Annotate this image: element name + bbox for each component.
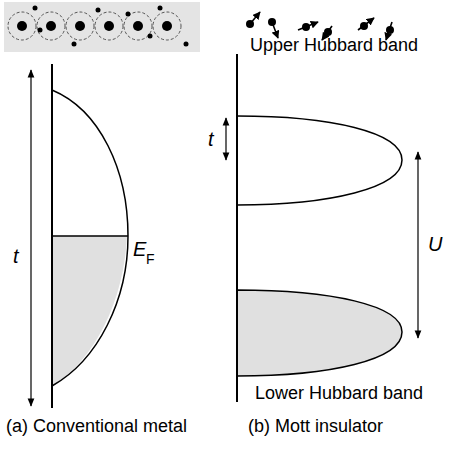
- electron-sea: [4, 2, 200, 52]
- electrons: [33, 6, 189, 47]
- metal-band: [52, 90, 128, 386]
- fermi-symbol: E: [133, 238, 146, 260]
- hubbard-u-arrow: [417, 152, 418, 338]
- bandwidth-label: t: [208, 128, 214, 150]
- panel-caption: (b) Mott insulator: [248, 416, 390, 437]
- energy-axis: [51, 64, 53, 408]
- fermi-level: [52, 235, 128, 237]
- atom-orbits: [8, 12, 181, 40]
- spin-sites: [246, 18, 394, 36]
- occupied-states: [52, 236, 127, 386]
- fermi-subscript: F: [146, 252, 155, 267]
- band-label: Upper Hubbard band: [250, 36, 418, 56]
- band-label: Lower Hubbard band: [255, 384, 423, 404]
- upper-band: [237, 116, 402, 205]
- panel-caption: (a) Conventional metal: [6, 416, 200, 437]
- bandwidth-arrow: [225, 118, 226, 160]
- bandwidth-arrow: [30, 70, 31, 406]
- hubbard-u-label: U: [428, 233, 442, 255]
- lower-band: [237, 290, 402, 376]
- energy-axis: [236, 54, 238, 402]
- bandwidth-label: t: [13, 245, 19, 267]
